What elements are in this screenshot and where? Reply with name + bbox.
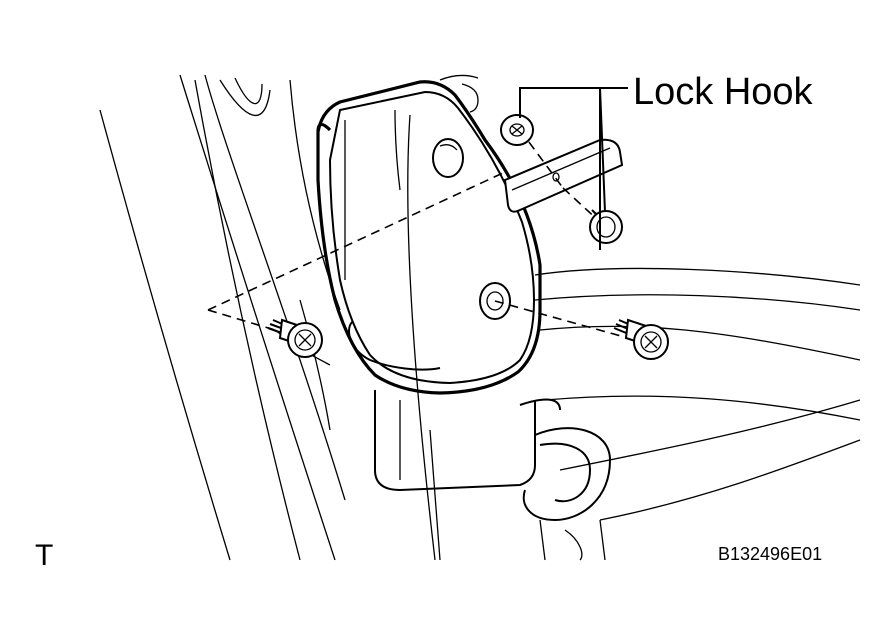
view-mark: T — [35, 539, 53, 572]
figure-code: B132496E01 — [718, 544, 822, 564]
seat-cushion — [534, 267, 861, 521]
lock-hook-bolt — [589, 209, 623, 244]
cover-hole-upper — [432, 138, 464, 178]
assembly-lines — [207, 129, 629, 339]
lock-hook-callout-leader — [519, 87, 628, 250]
vehicle-panel — [99, 74, 441, 561]
screw-right — [613, 318, 669, 360]
lock-hook-nut — [500, 114, 534, 146]
lock-hook-label: Lock Hook — [633, 71, 814, 113]
screw-left — [267, 318, 323, 358]
lock-hook-bracket — [503, 138, 624, 213]
hinge-cover — [316, 74, 542, 395]
seat-frame-bracket — [374, 390, 612, 561]
